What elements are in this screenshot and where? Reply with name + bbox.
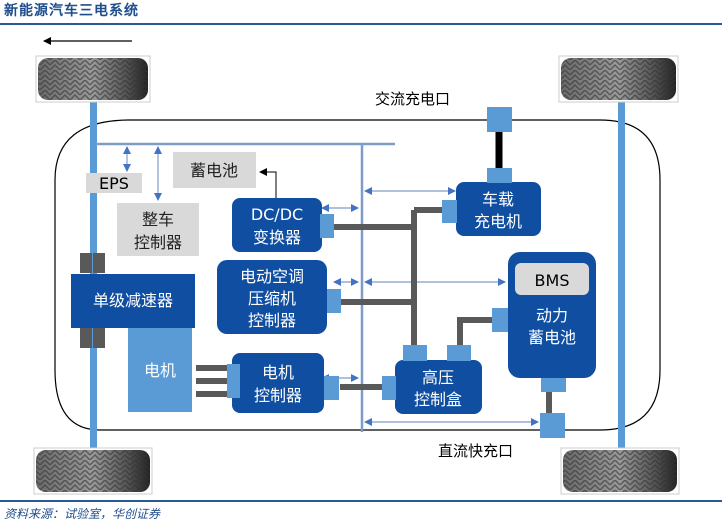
svg-text:高压: 高压 xyxy=(422,368,454,387)
header-divider xyxy=(0,23,722,25)
svg-text:充电机: 充电机 xyxy=(474,212,522,231)
motor-controller-box: 电机 控制器 xyxy=(227,353,339,413)
svg-text:压缩机: 压缩机 xyxy=(248,289,296,308)
bms-box xyxy=(515,263,589,295)
bms-label: BMS xyxy=(535,271,570,290)
vcu-box: 整车 控制器 xyxy=(117,203,199,256)
battery-12v-box: 蓄电池 xyxy=(173,152,256,188)
dcdc-to-battery-arrow xyxy=(259,168,277,198)
page-title: 新能源汽车三电系统 xyxy=(4,3,139,19)
ac-charging-port: 交流充电口 xyxy=(375,90,512,132)
eps-box: EPS xyxy=(86,173,142,193)
svg-text:控制器: 控制器 xyxy=(254,386,302,405)
hv-control-box: 高压 控制盒 xyxy=(382,345,482,414)
eps-label: EPS xyxy=(99,174,129,193)
reducer-box: 单级减速器 xyxy=(71,253,195,348)
ac-compressor-controller-box: 电动空调 压缩机 控制器 xyxy=(217,260,341,334)
svg-text:蓄电池: 蓄电池 xyxy=(190,161,238,180)
svg-text:整车: 整车 xyxy=(142,210,174,229)
svg-text:电动空调: 电动空调 xyxy=(240,267,304,286)
dcdc-converter-box: DC/DC 变换器 xyxy=(232,198,334,252)
svg-text:控制盒: 控制盒 xyxy=(414,390,462,409)
footer-divider xyxy=(0,500,722,502)
onboard-charger-box: 车载 充电机 xyxy=(442,168,541,236)
svg-text:控制器: 控制器 xyxy=(248,311,296,330)
front-left-wheel xyxy=(35,55,151,103)
right-axle xyxy=(618,90,625,450)
motor-box: 电机 xyxy=(128,328,192,412)
power-battery-box: BMS 动力 蓄电池 xyxy=(492,252,596,392)
svg-text:蓄电池: 蓄电池 xyxy=(528,328,576,347)
rear-right-wheel xyxy=(560,447,680,495)
svg-text:控制器: 控制器 xyxy=(134,233,182,252)
svg-text:电机: 电机 xyxy=(262,363,294,382)
hv-power-lines xyxy=(196,207,552,414)
svg-text:车载: 车载 xyxy=(482,190,514,209)
ac-port-label: 交流充电口 xyxy=(375,90,450,108)
svg-text:变换器: 变换器 xyxy=(253,228,301,247)
svg-text:单级减速器: 单级减速器 xyxy=(93,291,173,310)
dc-fast-charging-port: 直流快充口 xyxy=(438,413,565,460)
svg-text:动力: 动力 xyxy=(536,306,568,325)
vehicle-body-outline xyxy=(54,119,661,431)
rear-left-wheel xyxy=(33,447,153,495)
svg-text:DC/DC: DC/DC xyxy=(251,205,303,224)
dc-port-label: 直流快充口 xyxy=(438,442,513,460)
source-note: 资料来源：试验室，华创证券 xyxy=(4,507,161,521)
svg-text:电机: 电机 xyxy=(144,361,176,380)
front-right-wheel xyxy=(558,55,679,103)
